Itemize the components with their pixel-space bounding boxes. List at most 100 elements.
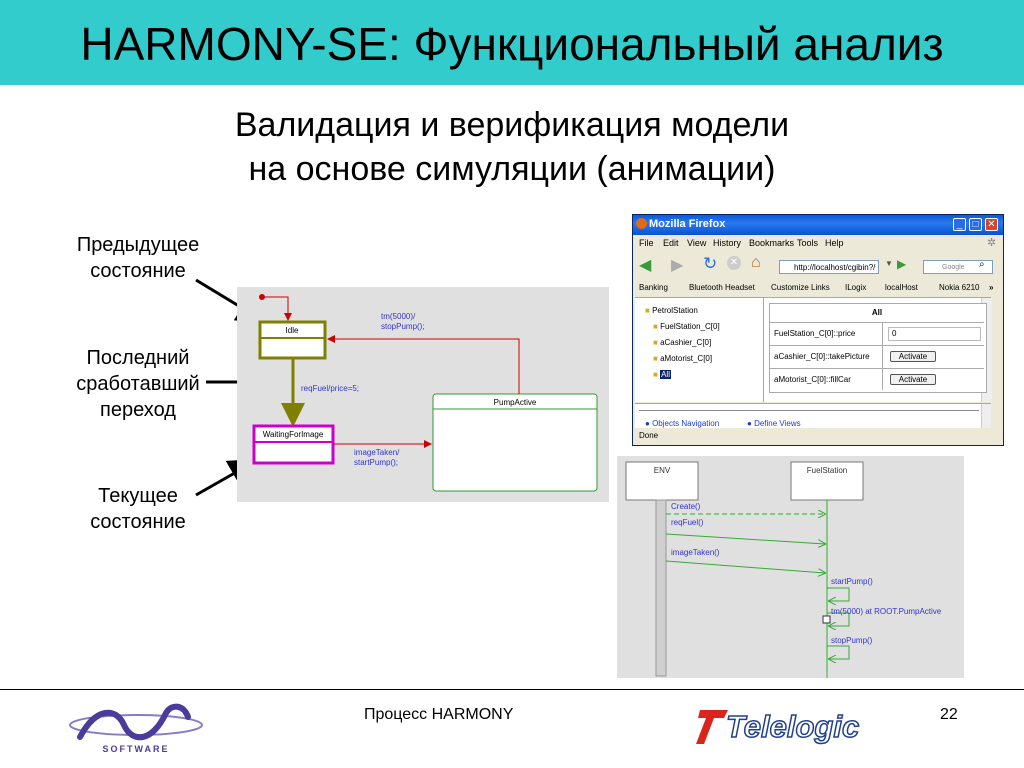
row-label-price: FuelStation_C[0]::price <box>774 329 856 338</box>
search-input[interactable]: Google <box>923 260 993 274</box>
subtitle-line-1: Валидация и верификация модели <box>234 106 790 144</box>
link-objects-navigation[interactable]: ● Objects Navigation <box>645 419 720 428</box>
timer-marker <box>822 615 831 624</box>
menu-bookmarks[interactable]: Bookmarks <box>749 238 795 248</box>
slide-subtitle: Валидация и верификация модели на основе… <box>0 103 1024 191</box>
row-label-take-picture: aCashier_C[0]::takePicture <box>774 352 870 361</box>
svg-text:Telelogic: Telelogic <box>726 709 859 744</box>
search-icon[interactable]: ⌕ <box>979 259 985 270</box>
close-icon[interactable]: ✕ <box>985 218 998 231</box>
folder-icon: ■ <box>645 306 650 315</box>
msg-create-label: Create() <box>671 502 701 511</box>
bookmark-nokia[interactable]: Nokia 6210 <box>939 283 980 292</box>
go-icon[interactable]: ▶ <box>897 257 907 271</box>
statechart-diagram: Idle reqFuel/price=5; WaitingForImage im… <box>252 294 598 492</box>
lifeline-fuel-label: FuelStation <box>807 466 847 475</box>
pane-divider[interactable] <box>763 298 764 402</box>
chevron-right-icon[interactable]: » <box>989 283 994 292</box>
label-image-taken-2: startPump(); <box>354 458 398 467</box>
menu-file[interactable]: File <box>639 238 654 248</box>
sequence-panel: ENV FuelStation Create() reqFuel() image… <box>617 456 964 678</box>
home-icon[interactable]: ⌂ <box>751 254 761 271</box>
link-define-views[interactable]: ● Define Views <box>747 419 801 428</box>
callout-previous-state: Предыдущее состояние <box>76 234 200 282</box>
firefox-menubar: File Edit View History Bookmarks Tools H… <box>633 235 1003 251</box>
menu-view[interactable]: View <box>687 238 707 248</box>
status-bar: Done <box>639 431 659 440</box>
url-dropdown-icon[interactable]: ▼ <box>885 259 893 268</box>
back-icon[interactable]: ◀ <box>639 257 652 274</box>
msg-image-taken-label: imageTaken() <box>671 548 720 557</box>
firefox-title: Mozilla Firefox <box>649 218 726 230</box>
state-idle-label: Idle <box>286 326 299 335</box>
initial-transition <box>265 296 292 321</box>
activate-fill-car-button[interactable]: Activate <box>890 374 936 385</box>
callout-last-transition: Последний сработавший переход <box>76 347 200 421</box>
firefox-navbar: ◀ ▶ ↻ ✕ ⌂ ▼ ▶ <box>633 253 1003 279</box>
title-bar <box>0 0 1024 85</box>
tree-item[interactable]: ■ FuelStation_C[0] <box>653 322 720 331</box>
label-image-taken-1: imageTaken/ <box>354 448 400 457</box>
menu-history[interactable]: History <box>713 238 742 248</box>
swd-software-logo: SOFTWARE <box>69 703 203 754</box>
state-pump-active-label: PumpActive <box>494 398 537 407</box>
msg-start-pump-label: startPump() <box>831 577 873 586</box>
folder-icon: ■ <box>653 370 658 379</box>
menu-help[interactable]: Help <box>825 238 844 248</box>
state-waiting-label: WaitingForImage <box>263 430 324 439</box>
msg-start-pump <box>827 587 850 601</box>
firefox-window: Mozilla Firefox _ □ ✕ File Edit View His… <box>632 214 1004 446</box>
msg-timeout-label: tm(5000) at ROOT.PumpActive <box>831 607 942 616</box>
stop-icon[interactable]: ✕ <box>727 256 741 270</box>
reload-icon[interactable]: ↻ <box>703 254 718 273</box>
row-label-fill-car: aMotorist_C[0]::fillCar <box>774 375 851 384</box>
menu-tools[interactable]: Tools <box>797 238 819 248</box>
activate-take-picture-button[interactable]: Activate <box>890 351 936 362</box>
tree-item[interactable]: ■ aCashier_C[0] <box>653 338 712 347</box>
tree-root[interactable]: ■ PetrolStation <box>645 306 698 315</box>
label-timeout-1: tm(5000)/ <box>381 312 416 321</box>
bookmark-ilogix[interactable]: ILogix <box>845 283 867 292</box>
firefox-titlebar: Mozilla Firefox _ □ ✕ <box>633 215 1003 235</box>
minimize-icon[interactable]: _ <box>953 218 966 231</box>
forward-icon[interactable]: ▶ <box>671 257 684 274</box>
msg-reqfuel-label: reqFuel() <box>671 518 704 527</box>
env-hatched-bar <box>655 499 667 677</box>
tree-item[interactable]: ■ aMotorist_C[0] <box>653 354 713 363</box>
menu-edit[interactable]: Edit <box>663 238 679 248</box>
msg-stop-pump <box>827 645 850 659</box>
label-timeout-2: stopPump(); <box>381 322 425 331</box>
page-number: 22 <box>940 706 958 723</box>
footer-text: Процесс HARMONY <box>364 706 514 723</box>
scrollbar-vertical-bottom[interactable] <box>981 404 991 428</box>
statechart-panel: Idle reqFuel/price=5; WaitingForImage im… <box>237 287 609 502</box>
firefox-logo-icon <box>636 218 647 229</box>
values-table: All FuelStation_C[0]::price 0 aCashier_C… <box>769 303 987 393</box>
folder-icon: ■ <box>653 338 658 347</box>
maximize-icon[interactable]: □ <box>969 218 982 231</box>
sequence-diagram: ENV FuelStation Create() reqFuel() image… <box>625 461 942 678</box>
label-reqfuel: reqFuel/price=5; <box>301 384 359 393</box>
bookmark-bluetooth[interactable]: Bluetooth Headset <box>689 283 755 292</box>
subtitle-line-2: на основе симуляции (анимации) <box>248 150 776 188</box>
folder-icon: ■ <box>653 322 658 331</box>
throbber-icon: ✲ <box>987 237 997 249</box>
bookmark-banking[interactable]: Banking <box>639 283 668 292</box>
footer-divider <box>0 689 1024 690</box>
url-bar[interactable]: http://localhost/cgibin?/ <box>779 260 879 274</box>
msg-stop-pump-label: stopPump() <box>831 636 873 645</box>
msg-image-taken <box>665 560 825 573</box>
lifeline-env-label: ENV <box>654 466 671 475</box>
bottom-frame: ● Objects Navigation ● Define Views <box>635 403 991 428</box>
tree-item-selected[interactable]: ■ All <box>653 370 671 379</box>
folder-icon: ■ <box>653 354 658 363</box>
price-field[interactable]: 0 <box>888 327 981 341</box>
transition-timeout <box>327 335 520 394</box>
telelogic-logo: Telelogic <box>696 708 860 745</box>
lifeline-fuel-box <box>790 461 864 501</box>
svg-text:SOFTWARE: SOFTWARE <box>103 744 170 754</box>
bookmarks-toolbar: Banking Bluetooth Headset Customize Link… <box>633 281 1003 295</box>
callout-current-state: Текущее состояние <box>90 485 186 533</box>
bookmark-customize[interactable]: Customize Links <box>771 283 830 292</box>
bookmark-localhost[interactable]: localHost <box>885 283 918 292</box>
